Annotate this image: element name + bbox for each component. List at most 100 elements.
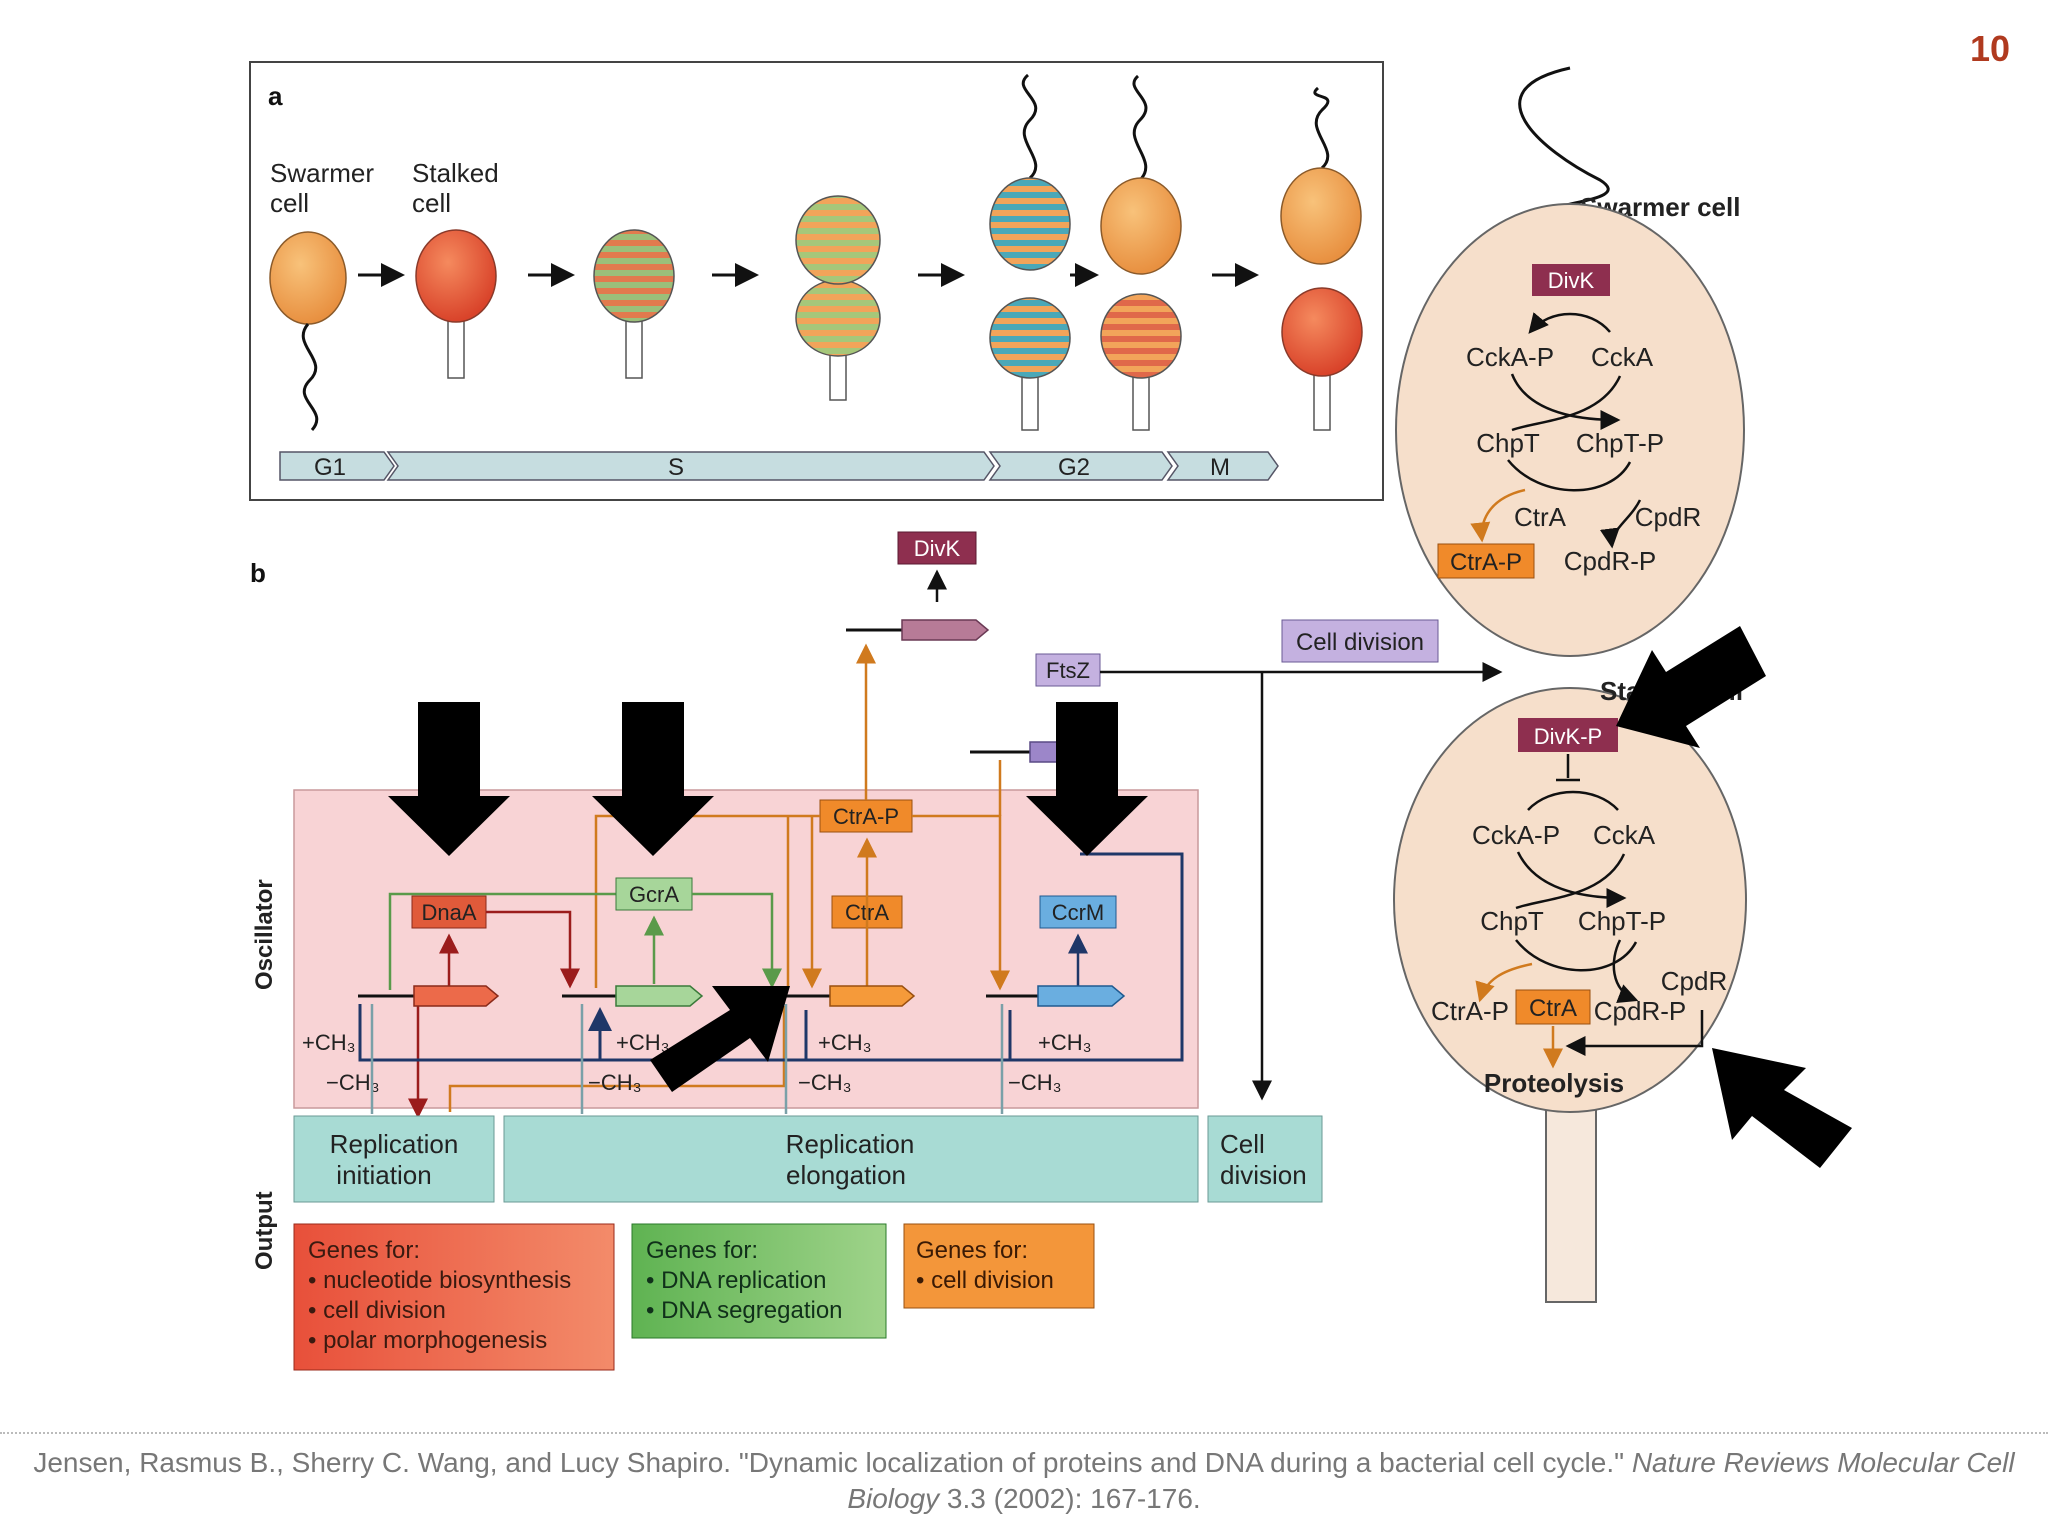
replication-elongation-box xyxy=(503,1115,1199,1203)
genes-green-line: Genes for: xyxy=(646,1237,758,1264)
genes-red-box xyxy=(293,1223,615,1371)
stalked-phosphorelay-arrows xyxy=(1515,790,1704,1056)
cell-divided-icon xyxy=(1280,86,1363,431)
gcra-gene-arrow-icon xyxy=(615,985,704,1007)
stalked-divk-p-label: DivK-P xyxy=(1534,724,1602,749)
replication-initiation-box xyxy=(293,1115,495,1203)
ctra-gene-arrow-icon xyxy=(829,985,916,1007)
swarmer-divk-box xyxy=(1532,264,1610,296)
ftsz-box xyxy=(1035,653,1101,687)
dnaa-gene-arrow-icon xyxy=(413,985,500,1007)
phase-g2-label: G2 xyxy=(1058,454,1090,481)
swarmer-chpt-label: ChpT xyxy=(1476,428,1540,458)
swarmer-label-line2: cell xyxy=(270,188,309,218)
highlight-arrow-divk-icon xyxy=(1616,626,1766,748)
methylation-ticks xyxy=(370,1004,1004,1114)
divk-inhibition-icon xyxy=(1556,754,1580,782)
stalked-divk-p-box xyxy=(1518,718,1618,752)
phase-g1-label: G1 xyxy=(314,454,346,481)
output-row-label: Output xyxy=(251,1191,278,1270)
highlight-arrow-dnaa-icon xyxy=(388,702,510,856)
stalked-chpt-label: ChpT xyxy=(1480,906,1544,936)
swarmer-divk-label: DivK xyxy=(1548,268,1595,293)
plus-ch3-label: +CH₃ xyxy=(616,1030,670,1055)
proteolysis-label: Proteolysis xyxy=(1484,1068,1624,1098)
cell-elongating-icon xyxy=(795,195,881,401)
minus-ch3-label: −CH₃ xyxy=(588,1070,642,1095)
swarmer-ctra-phospho-arrow xyxy=(1470,488,1526,543)
oscillator-row-label: Oscillator xyxy=(251,879,278,990)
replication-initiation-line2: initiation xyxy=(336,1160,431,1190)
genes-orange-box xyxy=(903,1223,1095,1309)
citation: Jensen, Rasmus B., Sherry C. Wang, and L… xyxy=(0,1445,2048,1517)
dnaa-label: DnaA xyxy=(421,900,476,925)
swarmer-ctra-p-label: CtrA-P xyxy=(1450,549,1522,576)
dnaa-to-gcra-arrow xyxy=(486,910,580,989)
ccrm-label: CcrM xyxy=(1052,900,1105,925)
plus-ch3-label: +CH₃ xyxy=(1038,1030,1092,1055)
genes-green-line: • DNA segregation xyxy=(646,1297,843,1324)
cell-replicating-icon xyxy=(593,229,675,379)
stalked-ctra-label: CtrA xyxy=(1529,995,1577,1022)
ccrm-box xyxy=(1039,895,1117,929)
swarmer-phosphorelay-arrows xyxy=(1507,312,1642,549)
swarmer-ccka-label: CckA xyxy=(1591,342,1654,372)
gcra-box xyxy=(615,877,693,911)
cell-predivisional-blue-icon xyxy=(989,73,1071,431)
genes-green-line: • DNA replication xyxy=(646,1267,826,1294)
citation-text: Jensen, Rasmus B., Sherry C. Wang, and L… xyxy=(33,1447,1632,1478)
swarmer-ccka-p-label: CckA-P xyxy=(1466,342,1554,372)
ctra-p-label: CtrA-P xyxy=(833,804,899,829)
citation-details: 3.3 (2002): 167-176. xyxy=(939,1483,1201,1514)
highlight-arrow-gcra-icon xyxy=(592,702,714,856)
ctra-regulation-lines xyxy=(448,643,1010,1112)
minus-ch3-label: −CH₃ xyxy=(326,1070,380,1095)
stalked-label-line2: cell xyxy=(412,188,451,218)
divk-label: DivK xyxy=(914,536,961,561)
citation-journal: Nature Reviews Molecular Cell Biology xyxy=(847,1447,2015,1514)
cell-swarmer-icon xyxy=(269,231,347,432)
ccrm-gene-arrow-icon xyxy=(1037,985,1126,1007)
cell-division-output-line1: Cell xyxy=(1220,1129,1265,1159)
phase-bar: G1 S G2 M xyxy=(279,451,1279,481)
swarmer-cpdr-p-label: CpdR-P xyxy=(1564,546,1656,576)
swarmer-label-line1: Swarmer xyxy=(270,158,374,188)
stalked-ccka-p-label: CckA-P xyxy=(1472,820,1560,850)
genes-green-box xyxy=(631,1223,887,1339)
cell-division-output-box xyxy=(1207,1115,1323,1203)
genes-red-line: Genes for: xyxy=(308,1237,420,1264)
panel-a-label: a xyxy=(268,81,283,111)
swarmer-chpt-p-label: ChpT-P xyxy=(1576,428,1664,458)
cell-division-tag xyxy=(1281,619,1439,663)
minus-ch3-label: −CH₃ xyxy=(798,1070,852,1095)
replication-elongation-line1: Replication xyxy=(786,1129,915,1159)
stalked-ctra-box xyxy=(1515,989,1591,1025)
stalked-ctra-p-label: CtrA-P xyxy=(1431,996,1509,1026)
gcra-label: GcrA xyxy=(629,882,679,907)
dnaa-green-feedback xyxy=(388,892,616,990)
genes-red-line: • nucleotide biosynthesis xyxy=(308,1267,571,1294)
slide-number: 10 xyxy=(1969,28,2010,69)
replication-initiation-line1: Replication xyxy=(330,1129,459,1159)
swarmer-ctra-p-box xyxy=(1437,543,1535,579)
stalked-ctra-dephospho-arrow xyxy=(1475,962,1533,1003)
phase-m-label: M xyxy=(1210,454,1230,481)
stalked-ccka-label: CckA xyxy=(1593,820,1656,850)
highlight-arrows xyxy=(388,626,1852,1168)
swarmer-cell-diagram: Swarmer cell DivK CckA-P CckA ChpT ChpT-… xyxy=(1395,66,1745,657)
swarmer-cpdr-label: CpdR xyxy=(1635,502,1701,532)
genes-orange-line: • cell division xyxy=(916,1267,1054,1294)
divk-gene-arrow-icon xyxy=(901,619,990,641)
plus-ch3-label: +CH₃ xyxy=(302,1030,356,1055)
citation-divider xyxy=(0,1432,2048,1434)
cell-division-output-line2: division xyxy=(1220,1160,1307,1190)
panel-b-label: b xyxy=(250,558,266,588)
divk-box xyxy=(897,531,977,565)
phase-s-label: S xyxy=(668,454,684,481)
plus-ch3-label: +CH₃ xyxy=(818,1030,872,1055)
gcra-to-ctra-arrow xyxy=(692,892,782,989)
ftsz-label: FtsZ xyxy=(1046,658,1090,683)
stalked-label-line1: Stalked xyxy=(412,158,499,188)
dnaa-box xyxy=(411,895,487,929)
